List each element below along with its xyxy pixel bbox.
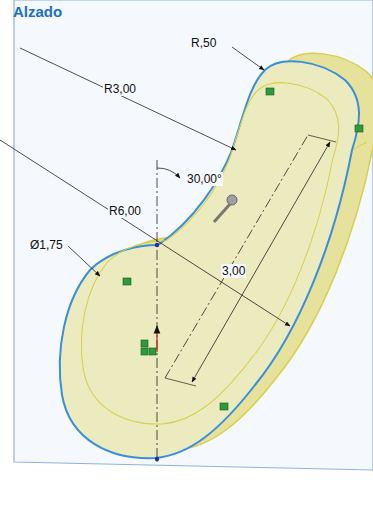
vertical-centerline xyxy=(157,160,158,462)
radius-leader xyxy=(20,48,236,150)
sketch-profile xyxy=(60,61,359,458)
offset-curve xyxy=(81,83,338,424)
radius-dimension: R6,00 xyxy=(108,204,142,218)
angle-dimension: 30,00° xyxy=(186,172,223,186)
plane-name: Alzado xyxy=(12,5,63,19)
radius-leader xyxy=(0,140,290,326)
radius-leader xyxy=(232,47,264,70)
radius-dimension: R3,00 xyxy=(103,82,137,96)
radius-dimension: R,50 xyxy=(190,36,217,50)
diameter-leader xyxy=(68,246,100,276)
diameter-dimension: Ø1,75 xyxy=(29,238,64,252)
slot-centerline xyxy=(165,135,308,378)
origin-axis xyxy=(156,326,157,352)
linear-dimension-text: 3,00 xyxy=(221,264,246,278)
relation-icons xyxy=(123,88,363,410)
sketch-plane xyxy=(14,0,373,470)
